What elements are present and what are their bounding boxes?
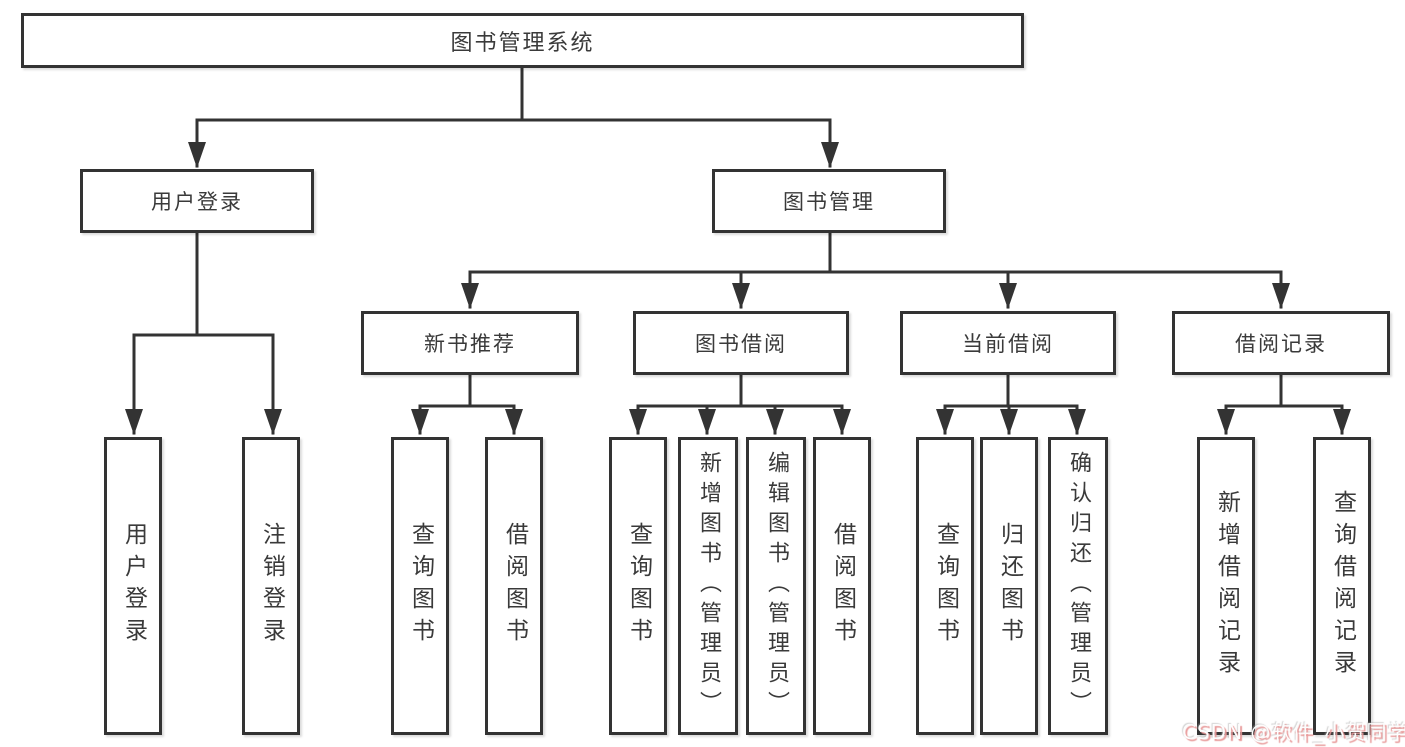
leaf-user-login: 用户登录 <box>104 437 162 735</box>
node-book-borrowing-label: 图书借阅 <box>695 332 787 356</box>
node-book-management: 图书管理 <box>712 169 946 233</box>
leaf-query-books-borrowing: 查询图书 <box>609 437 667 735</box>
leaf-query-books-recommend-label: 查询图书 <box>407 522 434 650</box>
node-user-login-label: 用户登录 <box>151 190 243 214</box>
leaf-return-books-label: 归还图书 <box>996 522 1023 650</box>
node-book-borrowing: 图书借阅 <box>633 311 849 375</box>
leaf-borrow-books-recommend: 借阅图书 <box>485 437 543 735</box>
node-new-book-recommend: 新书推荐 <box>361 311 579 375</box>
leaf-return-books: 归还图书 <box>980 437 1038 735</box>
leaf-query-borrow-record-label: 查询借阅记录 <box>1329 490 1356 682</box>
leaf-add-borrow-record-label: 新增借阅记录 <box>1213 490 1240 682</box>
leaf-edit-books-admin: 编辑图书（管理员） <box>746 437 806 735</box>
leaf-query-books-recommend: 查询图书 <box>391 437 449 735</box>
node-current-borrowing-label: 当前借阅 <box>962 332 1054 356</box>
node-current-borrowing: 当前借阅 <box>900 311 1116 375</box>
node-borrowing-records-label: 借阅记录 <box>1235 332 1327 356</box>
leaf-query-books-borrowing-label: 查询图书 <box>625 522 652 650</box>
leaf-borrow-books-borrowing-label: 借阅图书 <box>829 522 856 650</box>
node-borrowing-records: 借阅记录 <box>1172 311 1390 375</box>
csdn-watermark: CSDN @软件_小贺同学 <box>1182 720 1405 744</box>
node-root-system: 图书管理系统 <box>21 13 1024 68</box>
leaf-logout-label: 注销登录 <box>258 522 285 650</box>
leaf-confirm-return-admin-label: 确认归还（管理员） <box>1066 451 1091 721</box>
leaf-query-books-current: 查询图书 <box>916 437 974 735</box>
node-user-login: 用户登录 <box>80 169 314 233</box>
leaf-borrow-books-recommend-label: 借阅图书 <box>501 522 528 650</box>
leaf-borrow-books-borrowing: 借阅图书 <box>813 437 871 735</box>
node-book-management-label: 图书管理 <box>783 190 875 214</box>
leaf-add-borrow-record: 新增借阅记录 <box>1197 437 1255 735</box>
node-root-label: 图书管理系统 <box>450 30 595 56</box>
leaf-edit-books-admin-label: 编辑图书（管理员） <box>764 451 789 721</box>
node-new-book-recommend-label: 新书推荐 <box>424 332 516 356</box>
leaf-query-borrow-record: 查询借阅记录 <box>1313 437 1371 735</box>
connector-trunk-lines <box>132 64 1344 408</box>
leaf-query-books-current-label: 查询图书 <box>932 522 959 650</box>
leaf-add-books-admin: 新增图书（管理员） <box>678 437 738 735</box>
leaf-add-books-admin-label: 新增图书（管理员） <box>696 451 721 721</box>
leaf-user-login-label: 用户登录 <box>120 522 147 650</box>
leaf-confirm-return-admin: 确认归还（管理员） <box>1048 437 1108 735</box>
leaf-logout: 注销登录 <box>242 437 300 735</box>
